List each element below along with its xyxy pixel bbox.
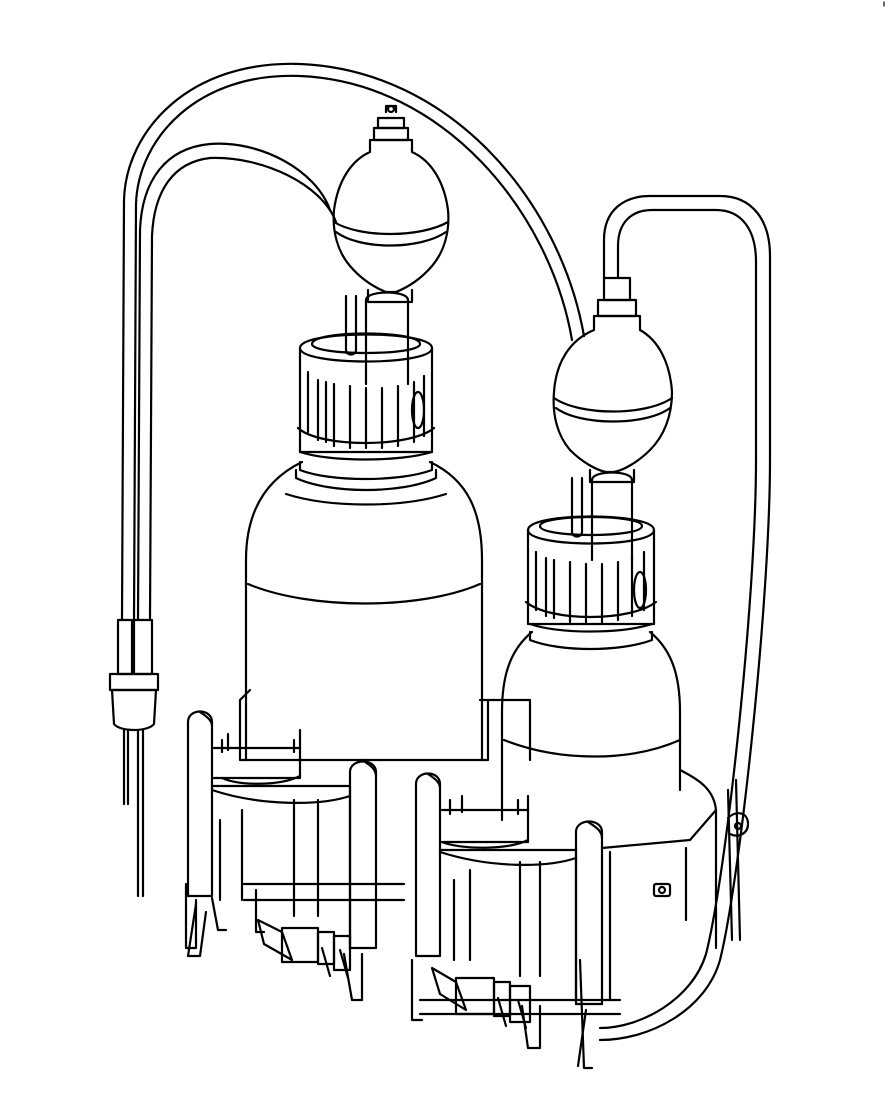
left-bottle (244, 291, 484, 762)
tubing (120, 62, 772, 1042)
right-holder (410, 768, 718, 1070)
left-bottle-cap (296, 332, 436, 454)
left-tube-connector (108, 618, 160, 898)
left-squeeze-bulb (332, 104, 450, 304)
right-bottle (500, 471, 682, 822)
left-stopcock (256, 918, 364, 1002)
right-bottle-cap (524, 515, 658, 626)
side-clamp (726, 778, 750, 942)
left-holder (184, 710, 406, 958)
right-squeeze-bulb (552, 276, 674, 484)
rear-frame (238, 688, 532, 762)
right-stopcock (430, 966, 542, 1050)
